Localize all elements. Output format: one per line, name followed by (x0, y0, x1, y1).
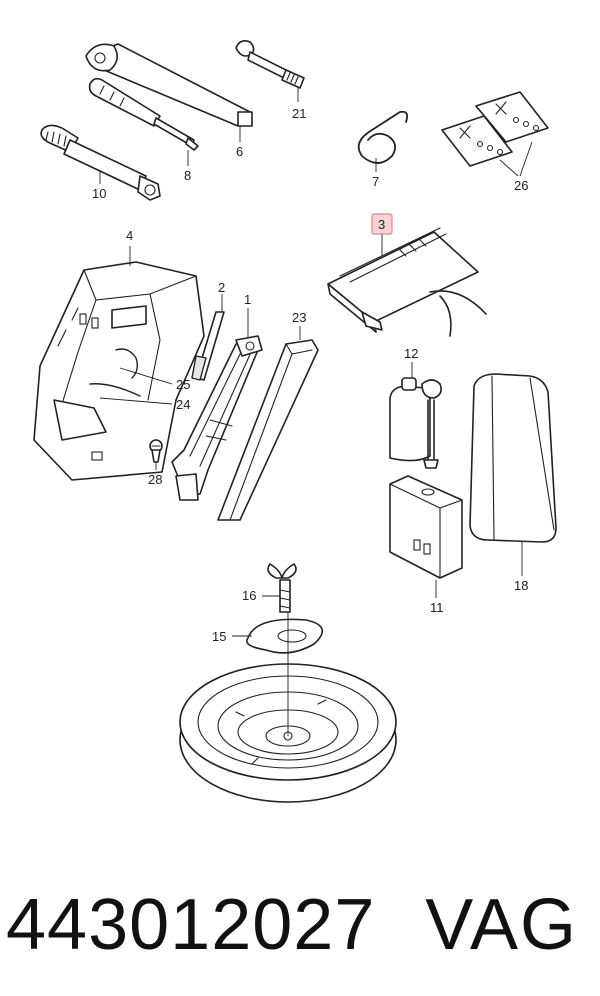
foam-block-part (217, 326, 319, 521)
callout-2: 2 (218, 280, 225, 295)
jack-handle-part (40, 124, 161, 201)
callout-3: 3 (378, 217, 385, 232)
callout-12: 12 (404, 346, 418, 361)
callout-18: 18 (514, 578, 528, 593)
bracket-plates-part (441, 91, 549, 177)
wing-bolt-part (262, 563, 297, 613)
tool-pouch-part (327, 213, 487, 337)
callout-23: 23 (292, 310, 306, 325)
highlight-box-3 (371, 213, 393, 235)
spacer-ring-part (232, 618, 324, 654)
scissor-jack-part (171, 308, 263, 501)
callout-15: 15 (212, 629, 226, 644)
callout-8: 8 (184, 168, 191, 183)
foam-holder-tray-part (33, 246, 205, 481)
footer: 443012027 VAG (0, 870, 600, 980)
callout-10: 10 (92, 186, 106, 201)
callout-16: 16 (242, 588, 256, 603)
compressor-box-part (389, 475, 463, 598)
spare-wheel-part (179, 612, 397, 803)
screwdriver-part (88, 77, 199, 166)
towing-eye-part (235, 40, 305, 102)
callout-11: 11 (430, 600, 444, 615)
callout-1: 1 (244, 292, 251, 307)
callout-26: 26 (514, 178, 528, 193)
callout-24: 24 (176, 397, 190, 412)
sealant-bottle-part (389, 362, 442, 469)
cover-panel-part (469, 373, 557, 576)
part-number: 443012027 (6, 885, 376, 965)
wheel-wrench-part (85, 43, 253, 142)
callout-6: 6 (236, 144, 243, 159)
brand-name: VAG (425, 885, 578, 965)
callout-7: 7 (372, 174, 379, 189)
callout-21: 21 (292, 106, 306, 121)
screw-28-part (149, 439, 163, 470)
foam-insert-parts (89, 348, 173, 405)
callout-labels: 21 6 8 10 7 26 3 4 2 1 23 25 24 28 12 11… (92, 106, 528, 644)
callout-4: 4 (126, 228, 133, 243)
parts-diagram: 21 6 8 10 7 26 3 4 2 1 23 25 24 28 12 11… (33, 40, 557, 803)
jack-crank-part (191, 294, 225, 381)
hook-clip-part (357, 110, 409, 172)
callout-25: 25 (176, 377, 190, 392)
callout-28: 28 (148, 472, 162, 487)
